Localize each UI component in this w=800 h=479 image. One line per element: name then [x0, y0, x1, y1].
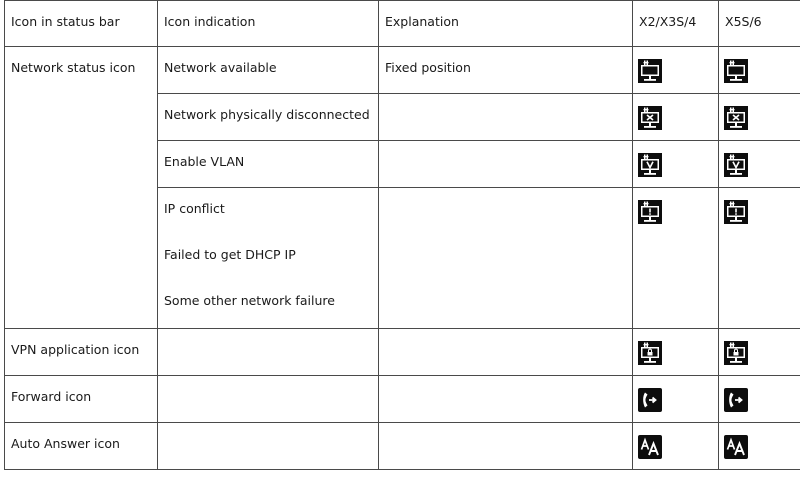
call-forward-icon: [638, 388, 662, 412]
indication-ip-conflict: IP conflict: [164, 201, 225, 216]
row-indication: IP conflict Failed to get DHCP IP Some o…: [157, 187, 379, 329]
row-explanation: [378, 93, 633, 141]
icon-cell-x5: [718, 375, 800, 423]
header-x5s-6: X5S/6: [718, 0, 800, 47]
icon-cell-x5: [718, 46, 800, 94]
icon-cell-x5: [718, 187, 800, 329]
row-indication: [157, 328, 379, 376]
icon-cell-x2: [632, 140, 719, 188]
call-forward-icon: [724, 388, 748, 412]
vpn-icon: [638, 341, 662, 365]
row-name-network-status: Network status icon: [4, 46, 158, 329]
icon-reference-table: Icon in status bar Icon indication Expla…: [4, 0, 800, 470]
icon-cell-x2: [632, 46, 719, 94]
network-disconnected-icon: [638, 106, 662, 130]
row-indication: Enable VLAN: [157, 140, 379, 188]
icon-cell-x5: [718, 140, 800, 188]
row-explanation: [378, 140, 633, 188]
icon-cell-x5: [718, 422, 800, 470]
network-vlan-icon: [638, 153, 662, 177]
indication-dhcp-failed: Failed to get DHCP IP: [164, 247, 296, 262]
auto-answer-icon: [724, 435, 748, 459]
row-name-vpn: VPN application icon: [4, 328, 158, 376]
header-x2-x3s-4: X2/X3S/4: [632, 0, 719, 47]
header-icon-indication: Icon indication: [157, 0, 379, 47]
row-name-auto-answer: Auto Answer icon: [4, 422, 158, 470]
table-row: IP conflict Failed to get DHCP IP Some o…: [5, 187, 800, 329]
vpn-icon: [724, 341, 748, 365]
row-indication: [157, 422, 379, 470]
row-indication: [157, 375, 379, 423]
header-icon-in-status-bar: Icon in status bar: [4, 0, 158, 47]
network-failure-icon: [638, 200, 662, 224]
icon-cell-x2: [632, 328, 719, 376]
row-explanation: Fixed position: [378, 46, 633, 94]
table-row: VPN application icon: [4, 328, 800, 376]
network-available-icon: [638, 59, 662, 83]
row-explanation: [378, 375, 633, 423]
icon-cell-x2: [632, 422, 719, 470]
row-explanation: [378, 328, 633, 376]
icon-cell-x2: [632, 187, 719, 329]
table-row: Auto Answer icon: [4, 422, 800, 470]
icon-cell-x5: [718, 328, 800, 376]
icon-cell-x2: [632, 375, 719, 423]
auto-answer-icon: [638, 435, 662, 459]
row-explanation: [378, 187, 633, 329]
row-explanation: [378, 422, 633, 470]
table-row: Network status icon Network available Fi…: [4, 46, 800, 329]
network-vlan-icon: [724, 153, 748, 177]
header-explanation: Explanation: [378, 0, 633, 47]
icon-cell-x2: [632, 93, 719, 141]
indication-other-failure: Some other network failure: [164, 293, 335, 308]
row-name-forward: Forward icon: [4, 375, 158, 423]
network-available-icon: [724, 59, 748, 83]
row-indication: Network physically disconnected: [157, 93, 379, 141]
row-indication: Network available: [157, 46, 379, 94]
network-failure-icon: [724, 200, 748, 224]
icon-cell-x5: [718, 93, 800, 141]
network-disconnected-icon: [724, 106, 748, 130]
table-header-row: Icon in status bar Icon indication Expla…: [4, 0, 800, 47]
table-row: Forward icon: [4, 375, 800, 423]
